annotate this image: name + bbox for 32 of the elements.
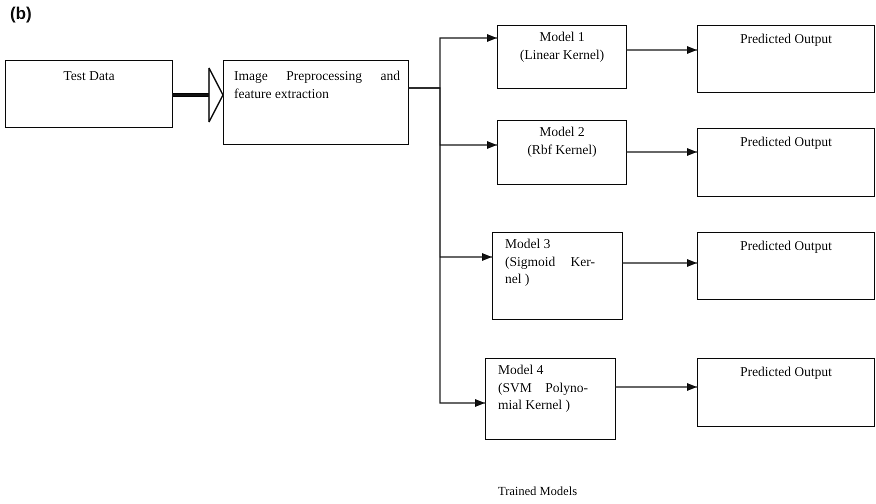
arrow (409, 87, 485, 407)
process-box (497, 120, 627, 185)
block-arrow (173, 67, 224, 123)
process-box (497, 25, 627, 89)
box-text: Predicted Output (740, 363, 832, 381)
box-text: Model 4 (498, 361, 544, 379)
arrow (616, 383, 697, 391)
box-text: Predicted Output (740, 133, 832, 151)
box-text: (Rbf Kernel) (527, 140, 597, 158)
process-box (492, 232, 623, 320)
arrow (627, 148, 697, 156)
group-caption: Trained Models (498, 484, 578, 499)
process-box (697, 358, 875, 427)
box-text: Image Preprocessing and feature extraction (234, 67, 400, 102)
process-box (697, 25, 875, 93)
process-box (5, 60, 173, 128)
box-text: Predicted Output (740, 237, 832, 255)
panel-label: (b) (10, 4, 32, 24)
process-box (697, 232, 875, 300)
box-text: Model 1 (539, 28, 585, 46)
process-box (223, 60, 409, 145)
arrow (627, 46, 697, 54)
box-text: Predicted Output (740, 30, 832, 48)
arrow (623, 259, 697, 267)
box-text: (Sigmoid Ker- nel ) (505, 252, 595, 288)
box-text: (SVM Polyno- mial Kernel ) (498, 378, 588, 414)
box-text: (Linear Kernel) (520, 46, 604, 64)
process-box (485, 358, 616, 440)
process-box (697, 128, 875, 197)
box-text: Model 2 (539, 123, 585, 141)
box-text: Test Data (63, 67, 115, 85)
box-text: Model 3 (505, 235, 550, 253)
